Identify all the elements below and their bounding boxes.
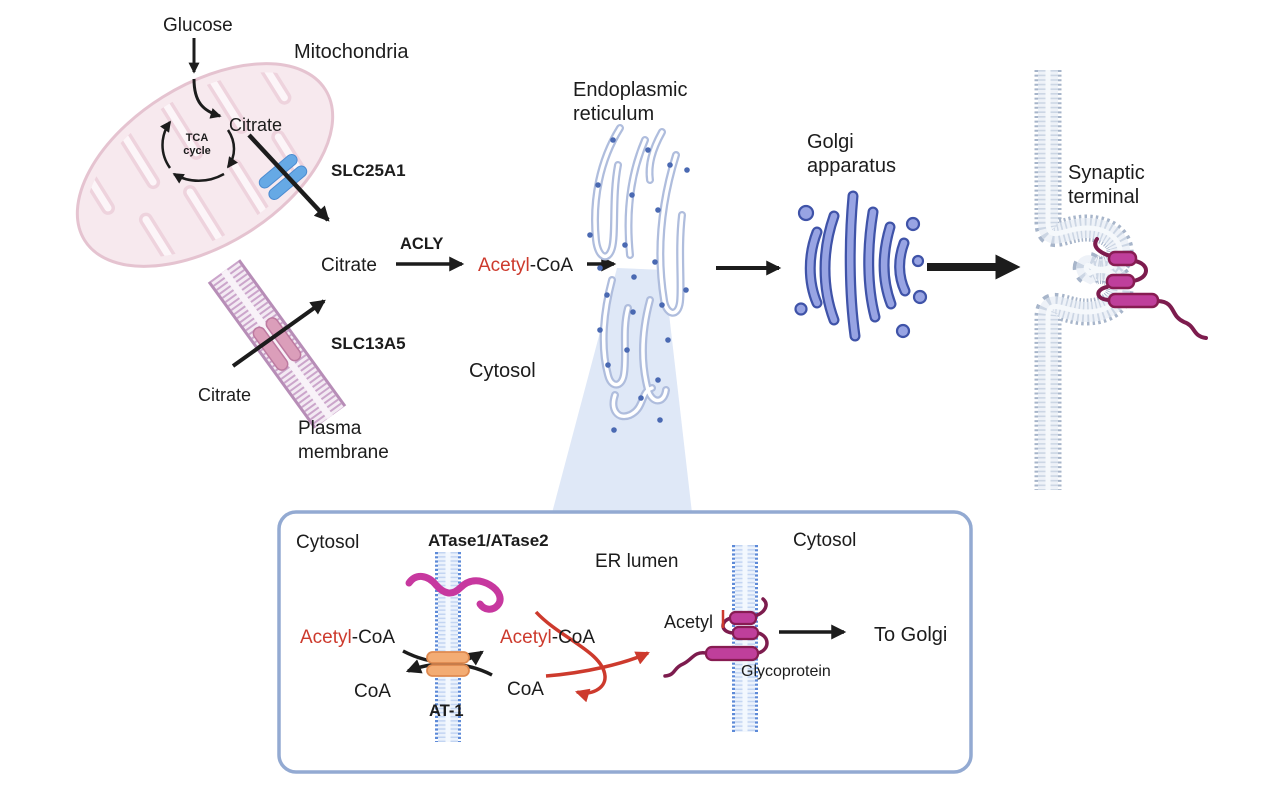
inset-coa-left-label: CoA [354,681,391,702]
cytosol-label: Cytosol [469,360,536,382]
inset-acetyl-coa-right-label: Acetyl-CoA [500,627,595,648]
citrate-cytosol-label: Citrate [321,255,377,276]
glycoprotein-label: Glycoprotein [741,663,831,680]
tca-cycle-label-1: TCA [186,132,209,144]
er-label-2: reticulum [573,103,654,125]
glyco-acetyl-label: Acetyl [664,612,713,632]
slc25a1-transporter [258,154,308,200]
synaptic-terminal-label-1: Synaptic [1068,162,1145,184]
citrate-export-arrow [247,133,330,222]
to-golgi-label: To Golgi [874,624,947,646]
slc13a5-label: SLC13A5 [331,334,406,353]
inset-cytosol-left-label: Cytosol [296,532,359,553]
citrate-plasma-label: Citrate [198,385,251,405]
magnifier-cone [552,268,692,513]
tca-cycle-arrows [160,120,238,184]
acetyl-transfer-arrow [545,651,650,678]
synaptic-glycoprotein [1093,237,1208,340]
inset-acetyl-coa-left-label: Acetyl-CoA [300,627,395,648]
mitochondria-illustration [68,39,335,280]
citrate-import-arrow [231,299,326,368]
synaptic-terminal-label-2: terminal [1068,186,1139,208]
acetyl-coa-label: Acetyl-CoA [478,255,573,276]
er-label-1: Endoplasmic [573,79,688,101]
golgi-label-2: apparatus [807,155,896,177]
er-lumen-label: ER lumen [595,551,678,572]
atase-substrate-squiggle [405,573,504,613]
atase-label: ATase1/ATase2 [428,531,549,550]
inset-coa-right-label: CoA [507,679,544,700]
inset-glycoprotein [663,597,769,678]
ribosome-dots [587,137,690,433]
plasma-membrane-label-1: Plasma [298,418,362,439]
at1-label: AT-1 [429,702,464,720]
slc25a1-label: SLC25A1 [331,161,406,180]
golgi-illustration [794,190,928,342]
glucose-label: Glucose [163,15,233,36]
glucose-arrow [188,38,222,119]
mitochondria-label: Mitochondria [294,41,409,63]
er-illustration [587,124,690,433]
golgi-label-1: Golgi [807,131,854,153]
inset-cytosol-right-label: Cytosol [793,530,856,551]
slc13a5-transporter [252,317,302,371]
synaptic-membrane [1034,70,1134,490]
tca-cycle-label-2: cycle [183,145,211,157]
plasma-membrane-label-2: membrane [298,442,389,463]
citrate-mito-label: Citrate [229,115,282,135]
plasma-membrane-illustration [207,259,347,429]
coa-release-arrow [534,610,607,703]
at1-transporter [426,651,470,677]
acly-label: ACLY [400,235,443,253]
